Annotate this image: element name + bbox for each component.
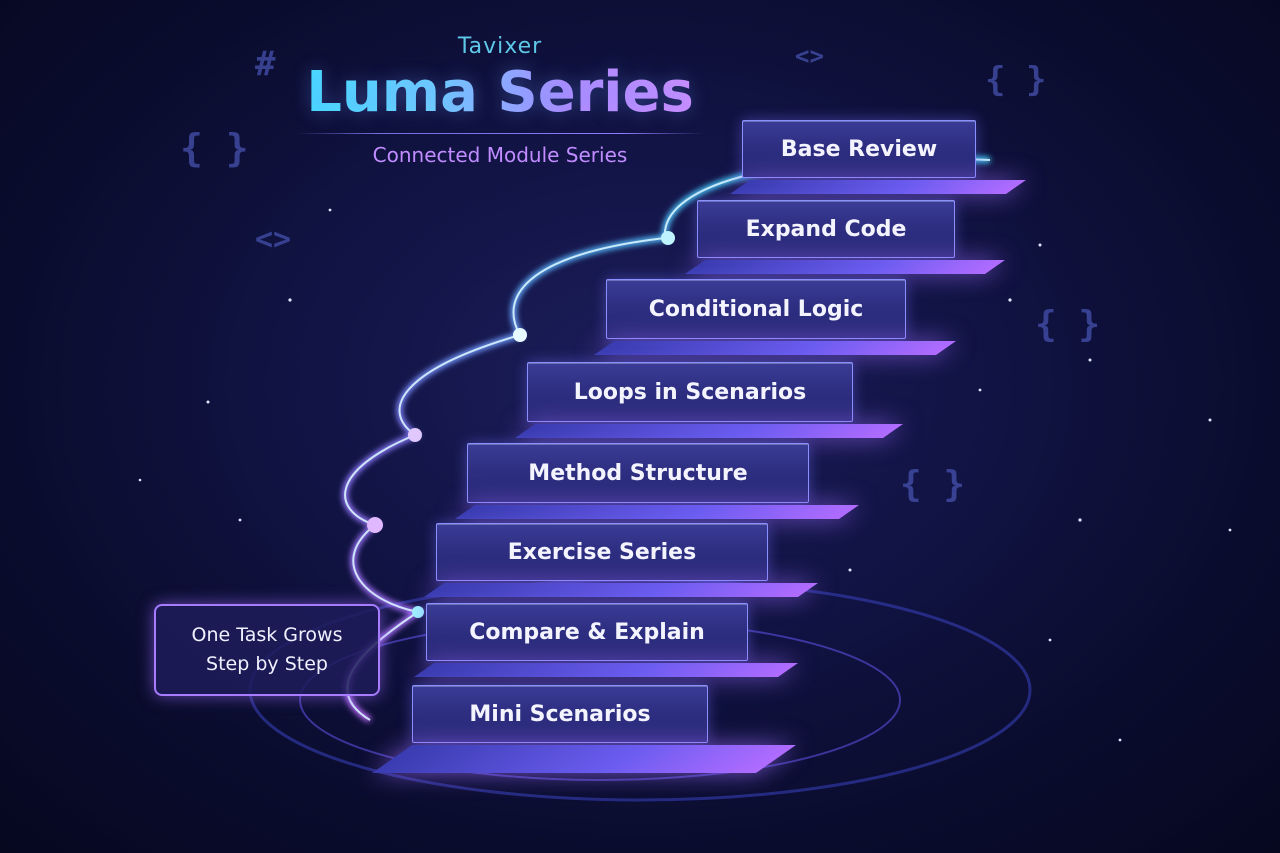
curly-braces-icon: { } [985,60,1047,100]
angle-brackets-icon: <> [795,42,824,70]
step-method-structure: Method Structure [455,443,859,519]
step-ledge [455,505,859,519]
step-label: Loops in Scenarios [527,362,853,422]
brand-name: Tavixer [457,34,543,59]
step-expand-code: Expand Code [685,200,1005,274]
node-dot [661,231,675,245]
step-ledge [515,424,903,438]
step-label: Conditional Logic [606,279,906,339]
node-dot [408,428,422,442]
step-ledge [424,583,818,597]
step-ledge [372,745,796,773]
page-subtitle: Connected Module Series [372,143,628,167]
step-loops-in-scenarios: Loops in Scenarios [515,362,903,438]
curly-braces-icon: { } [1035,304,1101,345]
step-label: Method Structure [467,443,809,503]
step-label: Base Review [742,120,976,178]
step-ledge [685,260,1005,274]
step-mini-scenarios: Mini Scenarios [372,685,796,773]
step-label: Expand Code [697,200,955,258]
node-dot [412,606,424,618]
node-dot [367,517,383,533]
stars [138,208,1232,742]
step-ledge [414,663,798,677]
angle-brackets-icon: <> [255,222,292,257]
hash-icon: # [255,44,276,84]
node-dot [513,328,527,342]
title-divider [295,133,705,134]
title-block: Tavixer Luma Series Connected Module Ser… [290,34,710,167]
step-ledge [730,180,1026,194]
step-label: Exercise Series [436,523,768,581]
page-title: Luma Series [290,61,710,125]
callout-line: Step by Step [206,653,328,675]
step-conditional-logic: Conditional Logic [594,279,956,355]
curly-braces-icon: { } [180,126,249,170]
step-label: Compare & Explain [426,603,748,661]
step-ledge [594,341,956,355]
step-compare-explain: Compare & Explain [414,603,798,677]
callout-box: One Task Grows Step by Step [154,604,380,696]
callout-line: One Task Grows [191,624,343,646]
step-label: Mini Scenarios [412,685,708,743]
curly-braces-icon: { } [900,464,966,505]
step-exercise-series: Exercise Series [424,523,818,597]
step-base-review: Base Review [730,120,1026,194]
